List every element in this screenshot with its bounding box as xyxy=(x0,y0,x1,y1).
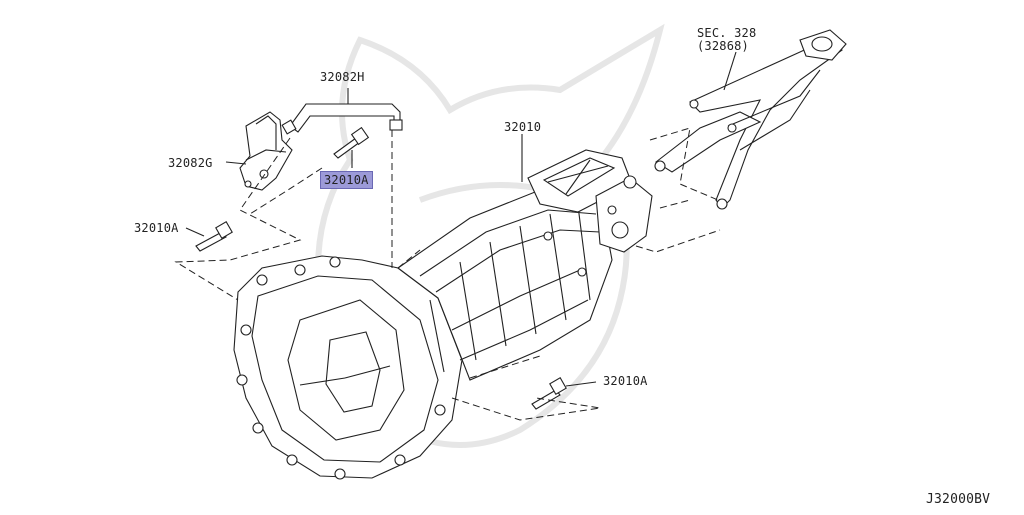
hose-clip-bracket[interactable] xyxy=(239,111,293,191)
bolt-32010a-top[interactable] xyxy=(333,126,370,159)
leader-lines xyxy=(185,51,737,387)
label-32010a-lower: 32010A xyxy=(603,374,648,388)
transmission-assembly[interactable] xyxy=(233,149,653,480)
assembly-dashed-lines xyxy=(174,127,721,421)
label-32082g: 32082G xyxy=(168,156,213,170)
label-32868: (32868) xyxy=(697,39,749,53)
rear-mount-bracket[interactable] xyxy=(654,29,847,210)
diagram-code: J32000BV xyxy=(926,492,991,507)
bolt-32010a-lower[interactable] xyxy=(531,377,567,410)
label-32010a-highlighted[interactable]: 32010A xyxy=(320,171,373,189)
label-32010: 32010 xyxy=(504,120,542,134)
label-32010a-left: 32010A xyxy=(134,221,179,235)
label-32082h: 32082H xyxy=(320,70,365,84)
breather-hose[interactable] xyxy=(281,103,403,135)
bolt-32010a-left[interactable] xyxy=(195,221,233,252)
label-sec-328: SEC. 328 xyxy=(697,26,757,40)
